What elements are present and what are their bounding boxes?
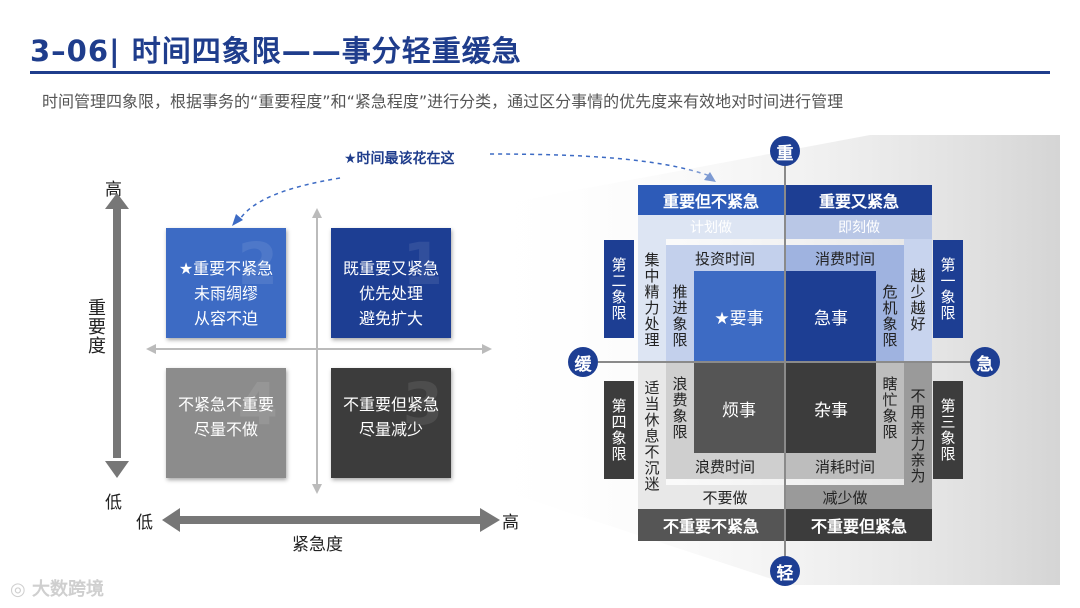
importance-arrows: [105, 193, 129, 478]
subtitle: 时间管理四象限，根据事务的“重要程度”和“紧急程度”进行分类，通过区分事情的优先…: [42, 92, 844, 111]
q2-core: ★要事: [694, 271, 784, 361]
q4-mid-bottom: 浪费时间: [666, 453, 784, 479]
q1-core: 急事: [786, 271, 876, 361]
quadrant-title: 不重要但紧急: [342, 395, 439, 414]
q1-label: 第一象限: [933, 240, 963, 338]
quadrant-not-important-urgent: 3 不重要但紧急 尽量减少: [331, 368, 451, 478]
annotation-text: ★时间最该花在这: [344, 151, 455, 167]
band-dont: 不要做: [666, 485, 784, 509]
band-reduce: 减少做: [786, 485, 904, 509]
header-not-important-urgent: 不重要但紧急: [786, 509, 932, 541]
q4-outer-text: 适当休息不沉迷: [638, 363, 666, 509]
q1-mid-side: 危机象限: [876, 271, 904, 361]
quadrant-number: 2: [237, 230, 278, 298]
center-h-line: [150, 348, 486, 350]
importance-low-label: 低: [105, 493, 122, 513]
q1-mid-top: 消费时间: [786, 245, 904, 271]
quadrant-line: 尽量减少: [358, 420, 423, 439]
quadrant-title: ★重要不紧急: [178, 259, 274, 278]
q4-label: 第四象限: [604, 381, 634, 479]
center-arrows: [146, 208, 492, 494]
quadrant-important-not-urgent: 2 ★重要不紧急 未雨绸缪 从容不迫: [166, 228, 286, 338]
quadrant-title: 既重要又紧急: [342, 259, 439, 278]
axis-unimportant-circle: 轻: [770, 556, 800, 586]
q2-label: 第二象限: [604, 240, 634, 338]
urgency-high-label: 高: [502, 513, 519, 533]
axis-important-circle: 重: [770, 136, 800, 166]
watermark-text: 大数跨境: [31, 579, 104, 600]
quadrant-line: 未雨绸缪: [193, 284, 258, 303]
title-rule: [30, 71, 1050, 74]
q3-label: 第三象限: [933, 381, 963, 479]
importance-axis-label: 重要度: [85, 298, 106, 355]
q2-mid-top: 投资时间: [666, 245, 784, 271]
page-title: 3–06| 时间四象限——事分轻重缓急: [30, 28, 522, 70]
q2-outer-text: 集中精力处理: [638, 239, 666, 361]
q4-mid-side: 浪费象限: [666, 363, 694, 453]
quadrant-line: 从容不迫: [193, 309, 258, 328]
q3-core: 杂事: [786, 363, 876, 453]
axis-urgent-circle: 急: [970, 347, 1000, 377]
quadrant-line: 尽量不做: [193, 420, 258, 439]
quadrant-number: 4: [237, 370, 278, 438]
q3-mid-bottom: 消耗时间: [786, 453, 904, 479]
q4-core: 烦事: [694, 363, 784, 453]
quadrant-title: 不紧急不重要: [177, 395, 274, 414]
watermark-logo: ◎ 大数跨境: [10, 575, 104, 601]
q2-mid-side: 推进象限: [666, 271, 694, 361]
band-now: 即刻做: [786, 215, 932, 239]
watermark-icon: ◎: [10, 579, 32, 600]
band-plan: 计划做: [638, 215, 784, 239]
importance-axis: [113, 203, 121, 458]
q1-outer-text: 越少越好: [904, 239, 932, 361]
urgency-low-label: 低: [136, 513, 153, 533]
header-important-urgent: 重要又紧急: [786, 185, 932, 215]
quadrant-important-urgent: 1 既重要又紧急 优先处理 避免扩大: [331, 228, 451, 338]
quadrant-number: 3: [402, 370, 443, 438]
page-fold: [268, 320, 286, 338]
quadrant-line: 优先处理: [358, 284, 423, 303]
title-text: 时间四象限——事分轻重缓急: [131, 34, 522, 68]
page-fold: [268, 460, 286, 478]
axis-not-urgent-circle: 缓: [568, 347, 598, 377]
matrix-h-axis: [598, 361, 970, 363]
urgency-axis-label: 紧急度: [292, 535, 343, 555]
section-number: 3–06|: [30, 34, 121, 68]
header-not-important-not-urgent: 不重要不紧急: [638, 509, 784, 541]
quadrant-number: 1: [402, 230, 443, 298]
q3-mid-side: 瞎忙象限: [876, 363, 904, 453]
quadrant-line: 避免扩大: [358, 309, 423, 328]
quadrant-not-urgent-not-important: 4 不紧急不重要 尽量不做: [166, 368, 286, 478]
center-v-line: [316, 212, 318, 490]
q3-outer-text: 不用亲力亲为: [904, 363, 932, 509]
header-important-not-urgent: 重要但不紧急: [638, 185, 784, 215]
page-fold: [433, 460, 451, 478]
urgency-arrows: [162, 508, 500, 532]
page-fold: [433, 320, 451, 338]
urgency-axis: [178, 516, 480, 524]
